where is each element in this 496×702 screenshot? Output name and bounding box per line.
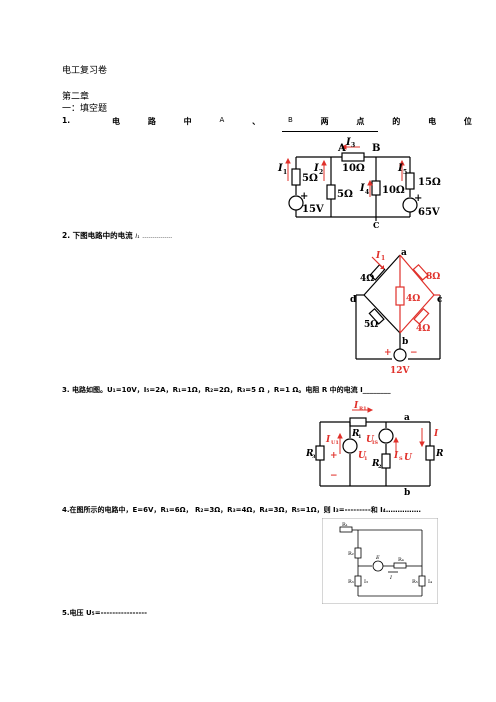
r10b-label: 10Ω <box>382 185 405 196</box>
plus-sign: + <box>300 191 308 202</box>
node-b-label: b <box>402 337 408 347</box>
r2-label: R <box>371 459 380 469</box>
uis-sub: IS <box>372 440 378 446</box>
r2-label: R₂ <box>348 551 354 557</box>
r4b-label: 4Ω <box>406 294 420 304</box>
q1-char: 位 <box>463 117 472 126</box>
q1-char: 中 <box>183 117 192 126</box>
node-b-label: b <box>404 488 410 496</box>
u1-label: U <box>358 451 367 461</box>
r4c-label: 4Ω <box>416 324 430 334</box>
q2-blank: …………… <box>142 233 173 240</box>
minus-sign: − <box>410 348 418 358</box>
i5-label: I <box>397 163 403 174</box>
ir1-label: I <box>353 401 359 411</box>
i1-label: I <box>375 251 381 261</box>
u1-sub: 1 <box>364 456 367 462</box>
v65-label: 65V <box>418 207 440 218</box>
section-heading: 一：填空题 <box>62 104 108 114</box>
q5-question: 5.电压 U₅=---------------- <box>62 609 148 617</box>
i4-label: I₄ <box>428 579 432 585</box>
r2-sub: 2 <box>378 464 382 470</box>
r-label: R <box>435 449 444 459</box>
r3-label: R₃ <box>348 579 354 585</box>
i3-label: I₃ <box>364 579 368 585</box>
uis-label: U <box>366 435 375 445</box>
v12-label: 12V <box>390 366 411 375</box>
q2-circuit-diagram: I 1 a b c d 4Ω 8Ω 4Ω 5Ω 4Ω + − 12V <box>350 248 443 375</box>
i2-sub: 2 <box>319 169 323 176</box>
plus-sign: + <box>414 193 422 204</box>
i4-sub: 4 <box>365 189 369 196</box>
q1-answer-underline <box>282 131 378 132</box>
chapter-heading: 第二章 <box>62 92 90 102</box>
q2-text: 2. 下图电路中的电流 <box>62 231 133 240</box>
r8-label: 8Ω <box>426 272 440 282</box>
plus-sign: + <box>384 348 392 358</box>
minus-sign: − <box>330 471 338 481</box>
q1-char: 路 <box>147 117 156 126</box>
r5b-label: 5Ω <box>337 189 353 200</box>
ir1-sub: R1 <box>359 406 367 412</box>
i3-sub: 3 <box>351 142 355 149</box>
node-a-label: A <box>337 143 346 154</box>
doc-title: 电工复习卷 <box>62 66 108 76</box>
u-label: U <box>404 453 413 463</box>
q1-char: 的 <box>392 117 401 126</box>
is-label: I <box>393 451 399 461</box>
i2-label: I <box>313 163 319 174</box>
q1-char: 点 <box>356 117 365 126</box>
q1-spread-text: 电 路 中 A 、 B 两 点 的 电 位 <box>112 116 472 127</box>
i1-sub: 1 <box>381 255 385 262</box>
r1-sub: 1 <box>358 434 361 440</box>
r10a-label: 10Ω <box>342 163 365 174</box>
r1-label: R <box>351 429 360 439</box>
q2-var: I₁ <box>135 233 140 240</box>
iu1-label: I <box>325 435 331 445</box>
i4-label: I <box>359 183 365 194</box>
r5a-label: 5Ω <box>302 173 318 184</box>
r4a-label: 4Ω <box>360 274 374 284</box>
q1-char: 电 <box>112 117 120 126</box>
plus-sign: + <box>330 451 338 461</box>
q1-char: 电 <box>428 117 437 126</box>
q1-char: A <box>219 116 225 124</box>
r4-label: R₄ <box>398 557 404 563</box>
i1-label: I <box>277 163 283 174</box>
node-d-label: d <box>350 295 357 305</box>
node-c-label: c <box>437 295 443 305</box>
i5-sub: 5 <box>403 169 407 176</box>
v15-label: 15V <box>302 204 324 215</box>
i1-sub: 1 <box>283 169 287 176</box>
i3-label: I <box>345 137 351 148</box>
q1-char: 、 <box>252 117 261 126</box>
node-b-label: B <box>372 143 380 154</box>
iu1-sub: U1 <box>331 440 339 446</box>
q1-char: 两 <box>320 117 329 126</box>
r5-label: 5Ω <box>364 320 378 330</box>
q2-question: 2. 下图电路中的电流 I₁ …………… <box>62 230 172 241</box>
q1-question: 1. 电 路 中 A 、 B 两 点 的 电 位 <box>62 116 472 127</box>
r5-label: R₅ <box>412 579 418 585</box>
is-sub: S <box>399 456 403 462</box>
r3-sub: 3 <box>312 454 316 460</box>
q4-question: 4.在图所示的电路中，E=6V，R₁=6Ω， R₂=3Ω，R₃=4Ω，R₄=3Ω… <box>62 506 421 514</box>
e-label: E <box>375 555 380 561</box>
q3-question: 3. 电路如图。U₁=10V，I₅=2A，R₁=1Ω，R₂=2Ω，R₃=5 Ω … <box>62 386 391 394</box>
r3-label: R <box>306 449 314 459</box>
q1-char: B <box>287 116 293 124</box>
r15-label: 15Ω <box>418 177 441 188</box>
node-c-label: C <box>373 220 379 229</box>
node-a-label: a <box>404 413 410 423</box>
q1-circuit-diagram: A B C I 1 I 2 I 3 I 4 I 5 5Ω 5Ω 10Ω 10Ω … <box>277 137 441 229</box>
node-a-label: a <box>401 248 407 258</box>
q3-circuit-diagram: I R1 a b R 1 I U1 U IS I U 1 I S U R 3 R… <box>306 401 444 496</box>
i-label: I <box>389 575 393 581</box>
r1-label: R₁ <box>342 522 348 528</box>
i-label: I <box>433 429 439 439</box>
q1-number: 1. <box>62 116 71 125</box>
q4-circuit-diagram: R₁ R₂ R₃ R₄ R₅ E I₃ I I₄ <box>322 518 438 604</box>
